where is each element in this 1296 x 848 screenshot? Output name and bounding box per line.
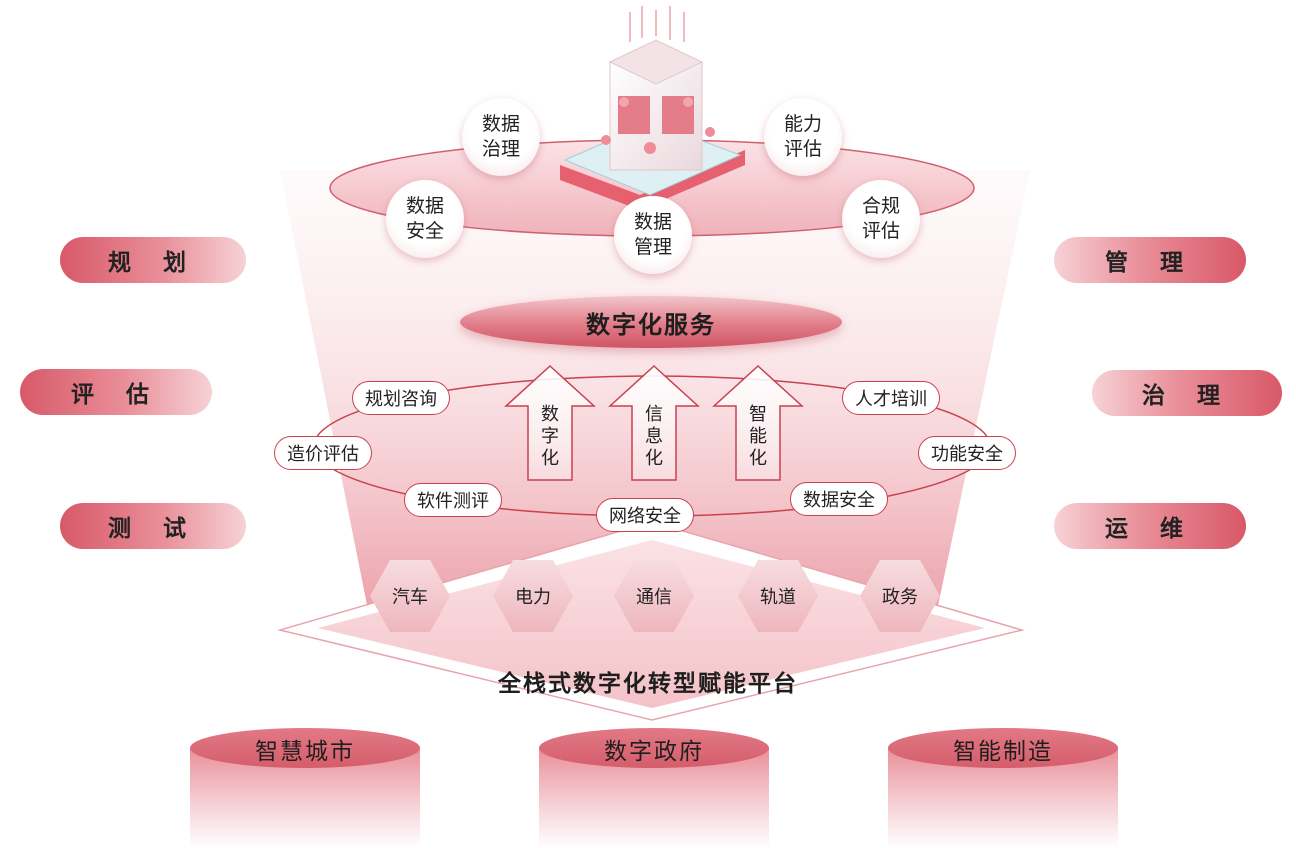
cylinder-smart-manufacturing: 智能制造: [888, 728, 1118, 848]
tag-network-security: 网络安全: [596, 498, 694, 532]
cylinder-smart-manufacturing-label: 智能制造: [953, 739, 1053, 765]
tag-talent-training: 人才培训: [842, 381, 940, 415]
arrow-intelligentization-label: 智能化: [749, 404, 767, 469]
pill-operations: 运 维: [1054, 503, 1246, 549]
arrow-informatization-label: 信息化: [645, 404, 663, 469]
circle-data-governance: 数据 治理: [462, 98, 540, 176]
circle-data-management-label: 数据 管理: [633, 211, 672, 258]
arrow-shapes: [504, 364, 804, 481]
circle-capability-assessment-label: 能力 评估: [783, 113, 822, 160]
circle-data-management: 数据 管理: [614, 196, 692, 274]
circle-data-security: 数据 安全: [386, 180, 464, 258]
service-banner: 数字化服务: [460, 296, 842, 348]
cylinder-smart-city-label: 智慧城市: [255, 739, 355, 765]
circle-data-governance-label: 数据 治理: [481, 113, 520, 160]
pill-governance: 治 理: [1092, 370, 1282, 416]
tag-data-security: 数据安全: [790, 482, 888, 516]
circle-capability-assessment: 能力 评估: [764, 98, 842, 176]
tag-software-testing: 软件测评: [404, 483, 502, 517]
cylinder-digital-government: 数字政府: [539, 728, 769, 848]
cylinder-smart-city: 智慧城市: [190, 728, 420, 848]
pill-testing: 测 试: [60, 503, 246, 549]
pill-management: 管 理: [1054, 237, 1246, 283]
circle-compliance-assessment-label: 合规 评估: [861, 195, 900, 242]
arrow-digitalization-label: 数字化: [541, 404, 559, 469]
circle-data-security-label: 数据 安全: [405, 195, 444, 242]
circle-compliance-assessment: 合规 评估: [842, 180, 920, 258]
tag-planning-consulting: 规划咨询: [352, 381, 450, 415]
hex-automotive: 汽车: [370, 560, 450, 632]
tag-functional-safety: 功能安全: [918, 436, 1016, 470]
platform-title: 全栈式数字化转型赋能平台: [498, 671, 798, 697]
pill-assessment: 评 估: [20, 369, 212, 415]
cylinder-digital-government-label: 数字政府: [604, 739, 704, 765]
server-cube-illustration: [560, 6, 745, 210]
tag-cost-assessment: 造价评估: [274, 436, 372, 470]
pill-planning: 规 划: [60, 237, 246, 283]
